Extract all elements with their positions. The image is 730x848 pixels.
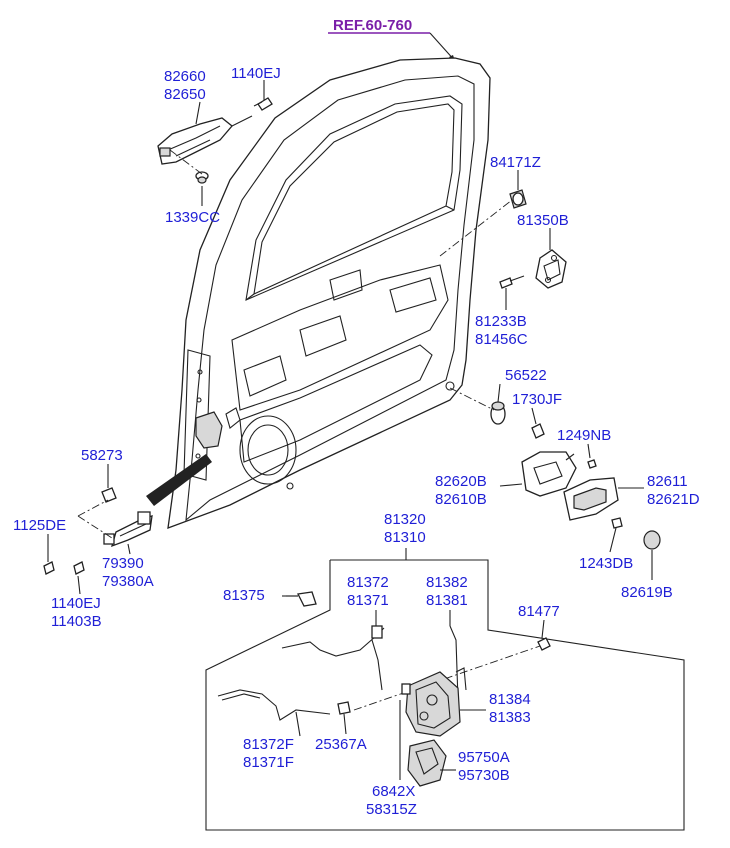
striker-81350B[interactable] — [535, 249, 567, 289]
inside-handle-bezel-82611[interactable] — [563, 477, 619, 521]
door-panel — [167, 57, 491, 529]
screw-1140EJ-top[interactable] — [253, 97, 273, 111]
label-11403B[interactable]: 11403B — [51, 613, 102, 630]
door-checker-79390[interactable] — [103, 511, 153, 548]
label-81371[interactable]: 81371 — [347, 592, 389, 609]
clip-1730JF[interactable] — [531, 423, 545, 439]
label-58315Z[interactable]: 58315Z — [366, 801, 417, 818]
door-checker-cap-84171Z[interactable] — [509, 189, 527, 209]
label-82619B[interactable]: 82619B — [621, 584, 673, 601]
label-82621D[interactable]: 82621D — [647, 491, 700, 508]
label-81477[interactable]: 81477 — [518, 603, 560, 620]
label-81382[interactable]: 81382 — [426, 574, 468, 591]
label-95730B[interactable]: 95730B — [458, 767, 510, 784]
label-58273[interactable]: 58273 — [81, 447, 123, 464]
outside-door-handle[interactable] — [157, 115, 253, 165]
label-82611[interactable]: 82611 — [647, 473, 688, 490]
leader-lines — [47, 80, 653, 780]
label-81310[interactable]: 81310 — [384, 529, 426, 546]
inside-lock-rod-81372[interactable] — [281, 625, 385, 691]
leader-dash — [169, 149, 203, 175]
label-82610B[interactable]: 82610B — [435, 491, 487, 508]
label-79390[interactable]: 79390 — [102, 555, 144, 572]
screw-81233B[interactable] — [499, 275, 525, 289]
label-1243DB[interactable]: 1243DB — [579, 555, 633, 572]
label-82660[interactable]: 82660 — [164, 68, 206, 85]
inside-handle-82620B[interactable] — [521, 451, 577, 497]
bolt-1125DE[interactable] — [43, 561, 55, 575]
cap-82619B[interactable] — [643, 530, 661, 550]
label-1339CC[interactable]: 1339CC — [165, 209, 220, 226]
arrow-to-checker — [146, 454, 212, 506]
label-1125DE[interactable]: 1125DE — [13, 517, 66, 534]
label-81233B[interactable]: 81233B — [475, 313, 527, 330]
leader-dash — [77, 515, 113, 539]
leader-dash — [439, 199, 513, 257]
bolt-58273[interactable] — [101, 487, 117, 503]
label-81372[interactable]: 81372 — [347, 574, 389, 591]
label-95750A[interactable]: 95750A — [458, 749, 510, 766]
bolt-81477[interactable] — [537, 637, 551, 651]
bolt-1140EJ-bottom[interactable] — [73, 561, 85, 575]
label-1140EJ-top[interactable]: 1140EJ — [231, 65, 281, 82]
leader-dash — [77, 499, 109, 517]
label-81381[interactable]: 81381 — [426, 592, 468, 609]
cable-81372F[interactable] — [217, 689, 331, 721]
label-81383[interactable]: 81383 — [489, 709, 531, 726]
reference-label[interactable]: REF.60-760 — [333, 17, 412, 34]
screw-1243DB[interactable] — [611, 517, 623, 529]
label-81384[interactable]: 81384 — [489, 691, 531, 708]
label-81375[interactable]: 81375 — [223, 587, 265, 604]
label-1140EJ-bottom[interactable]: 1140EJ — [51, 595, 101, 612]
label-6842X[interactable]: 6842X — [372, 783, 415, 800]
label-81371F[interactable]: 81371F — [243, 754, 294, 771]
label-82620B[interactable]: 82620B — [435, 473, 487, 490]
latch-assembly-frame — [205, 548, 685, 831]
clip-25367A[interactable] — [337, 701, 351, 715]
label-56522[interactable]: 56522 — [505, 367, 547, 384]
label-1730JF[interactable]: 1730JF — [512, 391, 562, 408]
label-79380A[interactable]: 79380A — [102, 573, 154, 590]
screw-1249NB[interactable] — [587, 459, 597, 469]
label-1249NB[interactable]: 1249NB — [557, 427, 611, 444]
grommet-1339CC[interactable] — [195, 171, 209, 184]
label-84171Z[interactable]: 84171Z — [490, 154, 541, 171]
label-25367A[interactable]: 25367A — [315, 736, 367, 753]
plug-56522[interactable] — [490, 401, 506, 425]
label-82650[interactable]: 82650 — [164, 86, 206, 103]
actuator-95750A[interactable] — [407, 739, 447, 787]
clip-81375[interactable] — [286, 591, 317, 607]
leader-dash — [449, 387, 495, 411]
door-latch-81320[interactable] — [401, 671, 461, 737]
label-81372F[interactable]: 81372F — [243, 736, 294, 753]
label-81320[interactable]: 81320 — [384, 511, 426, 528]
label-81350B[interactable]: 81350B — [517, 212, 569, 229]
label-81456C[interactable]: 81456C — [475, 331, 528, 348]
